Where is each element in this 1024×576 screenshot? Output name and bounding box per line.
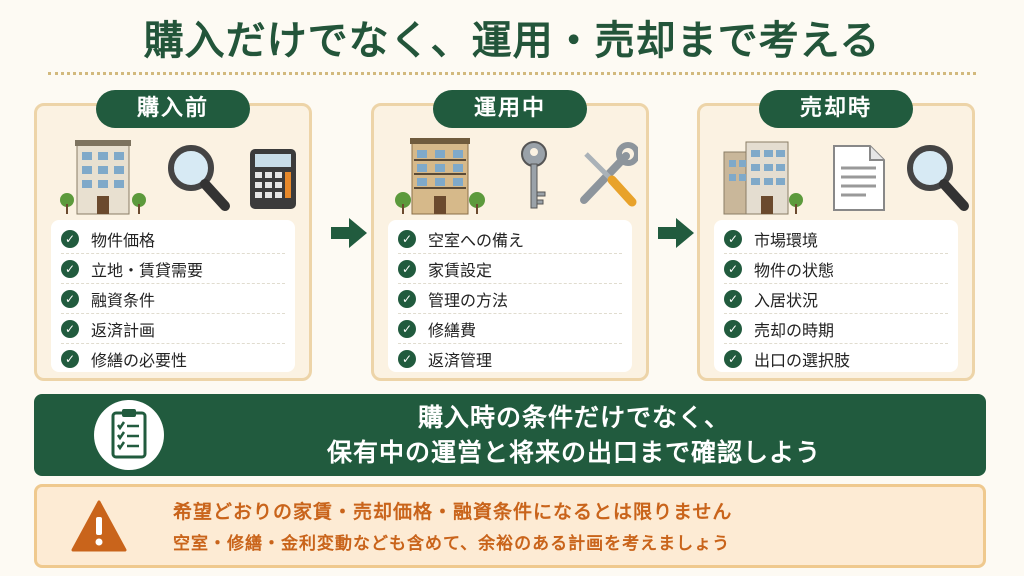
- calculator-icon: [250, 149, 296, 209]
- clipboard-checklist-icon: [94, 400, 164, 470]
- check-icon: ✓: [61, 349, 79, 368]
- list-item: ✓管理の方法: [398, 284, 622, 314]
- check-icon: ✓: [724, 229, 742, 248]
- list-item: ✓返済計画: [61, 314, 285, 344]
- stage-icons: [374, 134, 646, 216]
- arrow-right-icon: [658, 218, 694, 248]
- apartment-building-icon: [395, 138, 485, 215]
- checklist: ✓市場環境 ✓物件の状態 ✓入居状況 ✓売却の時期 ✓出口の選択肢: [714, 220, 958, 372]
- warning-text: 希望どおりの家賃・売却価格・融資条件になるとは限りません 空室・修繕・金利変動な…: [173, 501, 733, 554]
- tools-icon: [580, 142, 638, 207]
- arrow-right-icon: [331, 218, 367, 248]
- stage-card-before-purchase: ✓物件価格 ✓立地・賃貸需要 ✓融資条件 ✓返済計画 ✓修繕の必要性: [34, 103, 312, 381]
- check-icon: ✓: [61, 289, 79, 308]
- check-icon: ✓: [724, 349, 742, 368]
- checklist: ✓空室への備え ✓家賃設定 ✓管理の方法 ✓修繕費 ✓返済管理: [388, 220, 632, 372]
- apartment-building-icon: [60, 140, 146, 215]
- check-icon: ✓: [398, 259, 416, 278]
- apartment-building-icon: [723, 141, 803, 215]
- stage-card-operating: ✓空室への備え ✓家賃設定 ✓管理の方法 ✓修繕費 ✓返済管理: [371, 103, 649, 381]
- check-icon: ✓: [724, 259, 742, 278]
- list-item: ✓空室への備え: [398, 224, 622, 254]
- summary-text: 購入時の条件だけでなく、 保有中の運営と将来の出口まで確認しよう: [326, 403, 821, 467]
- warning-icon: [71, 500, 127, 552]
- list-item: ✓立地・賃貸需要: [61, 254, 285, 284]
- list-item: ✓家賃設定: [398, 254, 622, 284]
- stage-label-sale: 売却時: [759, 90, 913, 128]
- summary-banner: 購入時の条件だけでなく、 保有中の運営と将来の出口まで確認しよう: [34, 394, 986, 476]
- list-item: ✓返済管理: [398, 344, 622, 373]
- stage-label-operating: 運用中: [433, 90, 587, 128]
- check-icon: ✓: [61, 259, 79, 278]
- stage-card-sale: ✓市場環境 ✓物件の状態 ✓入居状況 ✓売却の時期 ✓出口の選択肢: [697, 103, 975, 381]
- check-icon: ✓: [724, 289, 742, 308]
- document-icon: [833, 145, 885, 211]
- key-icon: [521, 141, 547, 209]
- stage-label-before-purchase: 購入前: [96, 90, 250, 128]
- list-item: ✓物件の状態: [724, 254, 948, 284]
- check-icon: ✓: [398, 289, 416, 308]
- list-item: ✓物件価格: [61, 224, 285, 254]
- list-item: ✓修繕の必要性: [61, 344, 285, 373]
- list-item: ✓修繕費: [398, 314, 622, 344]
- page-title: 購入だけでなく、運用・売却まで考える: [143, 18, 881, 64]
- list-item: ✓入居状況: [724, 284, 948, 314]
- list-item: ✓売却の時期: [724, 314, 948, 344]
- magnifier-icon: [907, 145, 969, 211]
- check-icon: ✓: [61, 229, 79, 248]
- check-icon: ✓: [61, 319, 79, 338]
- check-icon: ✓: [398, 229, 416, 248]
- list-item: ✓市場環境: [724, 224, 948, 254]
- dotted-divider: [48, 72, 976, 75]
- stage-icons: [700, 134, 972, 216]
- check-icon: ✓: [398, 349, 416, 368]
- checklist: ✓物件価格 ✓立地・賃貸需要 ✓融資条件 ✓返済計画 ✓修繕の必要性: [51, 220, 295, 372]
- magnifier-icon: [168, 145, 230, 211]
- list-item: ✓融資条件: [61, 284, 285, 314]
- stage-icons: [37, 134, 309, 216]
- check-icon: ✓: [724, 319, 742, 338]
- warning-box: 希望どおりの家賃・売却価格・融資条件になるとは限りません 空室・修繕・金利変動な…: [34, 484, 986, 568]
- check-icon: ✓: [398, 319, 416, 338]
- list-item: ✓出口の選択肢: [724, 344, 948, 373]
